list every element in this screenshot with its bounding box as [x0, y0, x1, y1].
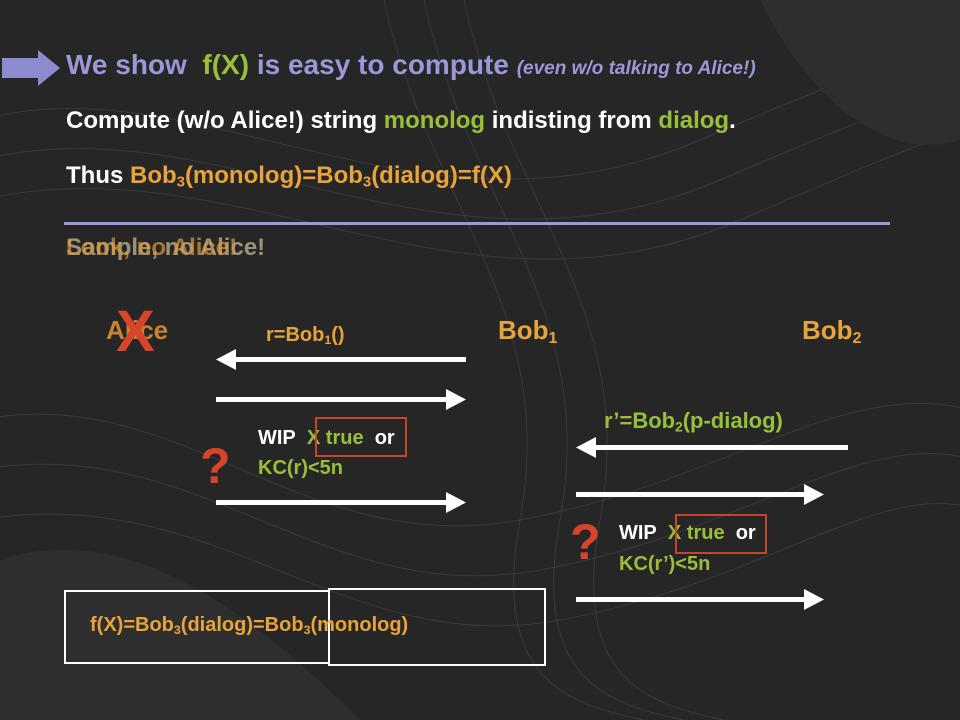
- wip2-xtrue: X true: [667, 522, 725, 544]
- arrow-right-3: [576, 484, 824, 505]
- monolog-line-b: indisting from: [491, 107, 652, 134]
- msg2-label: r’=Bob2(p-dialog): [604, 408, 783, 435]
- header-arrow-icon: [2, 50, 60, 86]
- arrow-right-2: [216, 492, 466, 513]
- header-lead: We show: [66, 49, 187, 80]
- arrow-left-2: [576, 437, 848, 458]
- monolog-word: monolog: [383, 107, 486, 134]
- wip1-line: WIP X true or: [258, 427, 395, 449]
- wip2-xtrue-box: [675, 514, 767, 554]
- divider: [64, 222, 890, 225]
- bob1-label: Bob1: [498, 315, 558, 348]
- wip1-kc: KC(r)<5n: [258, 457, 344, 479]
- arrow-left-1: [216, 349, 466, 370]
- monolog-line-c: .: [729, 107, 736, 134]
- bob2-label: Bob2: [802, 315, 862, 348]
- wip2-line: WIP X true or: [619, 522, 756, 544]
- alice-label: Alice: [106, 315, 169, 345]
- monolog-line: Compute (w/o Alice!) string monolog indi…: [66, 107, 736, 135]
- question-mark-2: ?: [570, 514, 601, 570]
- wip1-xtrue: X true: [306, 427, 364, 449]
- wip2-kc: KC(r’)<5n: [619, 553, 711, 575]
- dialog-word: dialog: [658, 107, 730, 134]
- header-rest: is easy to compute: [256, 49, 509, 80]
- header-aside: (even w/o talking to Alice!): [516, 58, 756, 79]
- thus-line: Thus Bob3(monolog)=Bob3(dialog)=f(X): [66, 162, 512, 191]
- look-text: Look, no Alice!: [66, 234, 238, 261]
- header-line: We show f(X) is easy to compute (even w/…: [66, 49, 756, 81]
- thus-word: Thus: [66, 162, 124, 189]
- thus-bob-a: Bob3(monolog)=Bob3(dialog)=f(X): [130, 162, 512, 191]
- wip1-xtrue-box: [315, 417, 407, 457]
- arrow-right-1: [216, 389, 466, 410]
- x-mark: X: [116, 299, 155, 364]
- arrow-right-4: [576, 589, 824, 610]
- result-frame-right: [328, 588, 546, 666]
- sample-text: Sample, no Alice!: [66, 234, 266, 261]
- monolog-line-a: Compute (w/o Alice!) string: [66, 107, 378, 134]
- header-fx: f(X): [202, 49, 250, 80]
- msg1-label: r=Bob1(): [266, 324, 345, 348]
- question-mark-1: ?: [200, 438, 231, 494]
- result-formula: f(X)=Bob3(dialog)=Bob3(monolog): [90, 614, 409, 638]
